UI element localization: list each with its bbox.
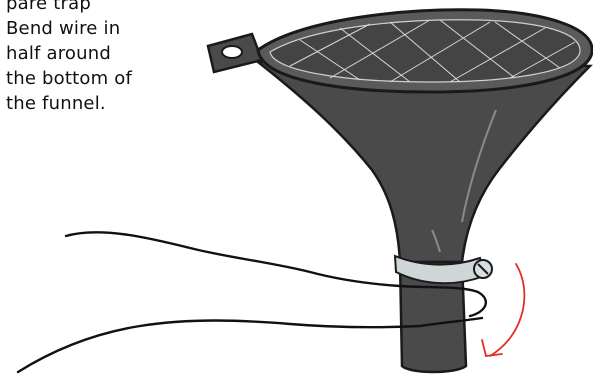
- funnel-icon: [208, 10, 592, 372]
- rotation-arrow-icon: [482, 264, 524, 356]
- arrow-curve: [490, 264, 524, 356]
- funnel-handle-hole: [222, 46, 242, 58]
- arrow-head: [482, 340, 502, 356]
